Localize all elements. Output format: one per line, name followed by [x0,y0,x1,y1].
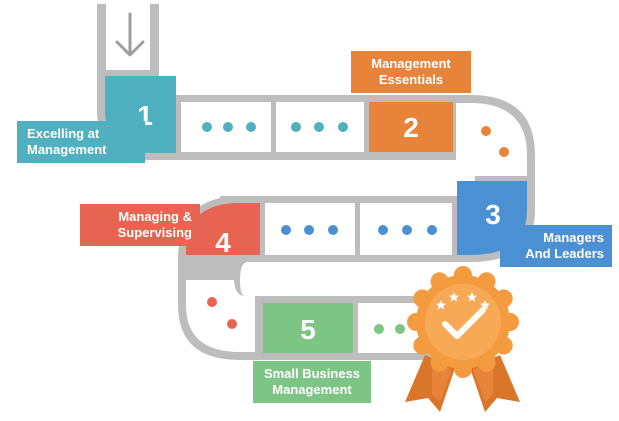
svg-text:Managers: Managers [543,230,604,245]
svg-text:And Leaders: And Leaders [525,246,604,261]
step-4-tile: 4 [186,203,260,258]
svg-text:Essentials: Essentials [379,72,443,87]
step-3-number: 3 [485,199,501,230]
dot [304,225,314,235]
award-badge-icon [405,266,520,412]
dot [374,324,384,334]
step-2-number: 2 [403,112,419,143]
svg-text:Managing &: Managing & [118,209,192,224]
dot [227,319,237,329]
svg-text:Management: Management [27,142,107,157]
step-4-label: Managing & Supervising [80,204,200,246]
step-5-number: 5 [300,314,316,345]
dot [281,225,291,235]
dots-row-2 [281,225,437,235]
svg-text:Supervising: Supervising [118,225,192,240]
dot [427,225,437,235]
track-row-2 [220,196,470,262]
dots-row-3 [374,324,405,334]
step-5-label: Small Business Management [253,361,371,403]
svg-text:Excelling at: Excelling at [27,126,100,141]
dot [481,126,491,136]
down-arrow-icon [115,12,145,57]
dot [202,122,212,132]
step-1-label: Excelling at Management [17,121,145,163]
step-2-label: Management Essentials [351,51,471,93]
svg-text:Small Business: Small Business [264,366,360,381]
dots-loop-left [207,297,237,329]
dot [291,122,301,132]
svg-text:Management: Management [371,56,451,71]
step-3-label: Managers And Leaders [500,225,612,267]
step-5-tile: 5 [263,303,353,353]
step-2-tile: 2 [369,102,453,152]
svg-text:Management: Management [272,382,352,397]
dot [328,225,338,235]
dot [402,225,412,235]
dot [314,122,324,132]
dot [499,147,509,157]
dots-loop-right [481,126,509,157]
dot [395,324,405,334]
dot [207,297,217,307]
dot [223,122,233,132]
dot [378,225,388,235]
step-4-number: 4 [215,227,231,258]
dots-row-1 [202,122,348,132]
checkmark-icon [442,307,486,339]
dot [338,122,348,132]
dot [246,122,256,132]
